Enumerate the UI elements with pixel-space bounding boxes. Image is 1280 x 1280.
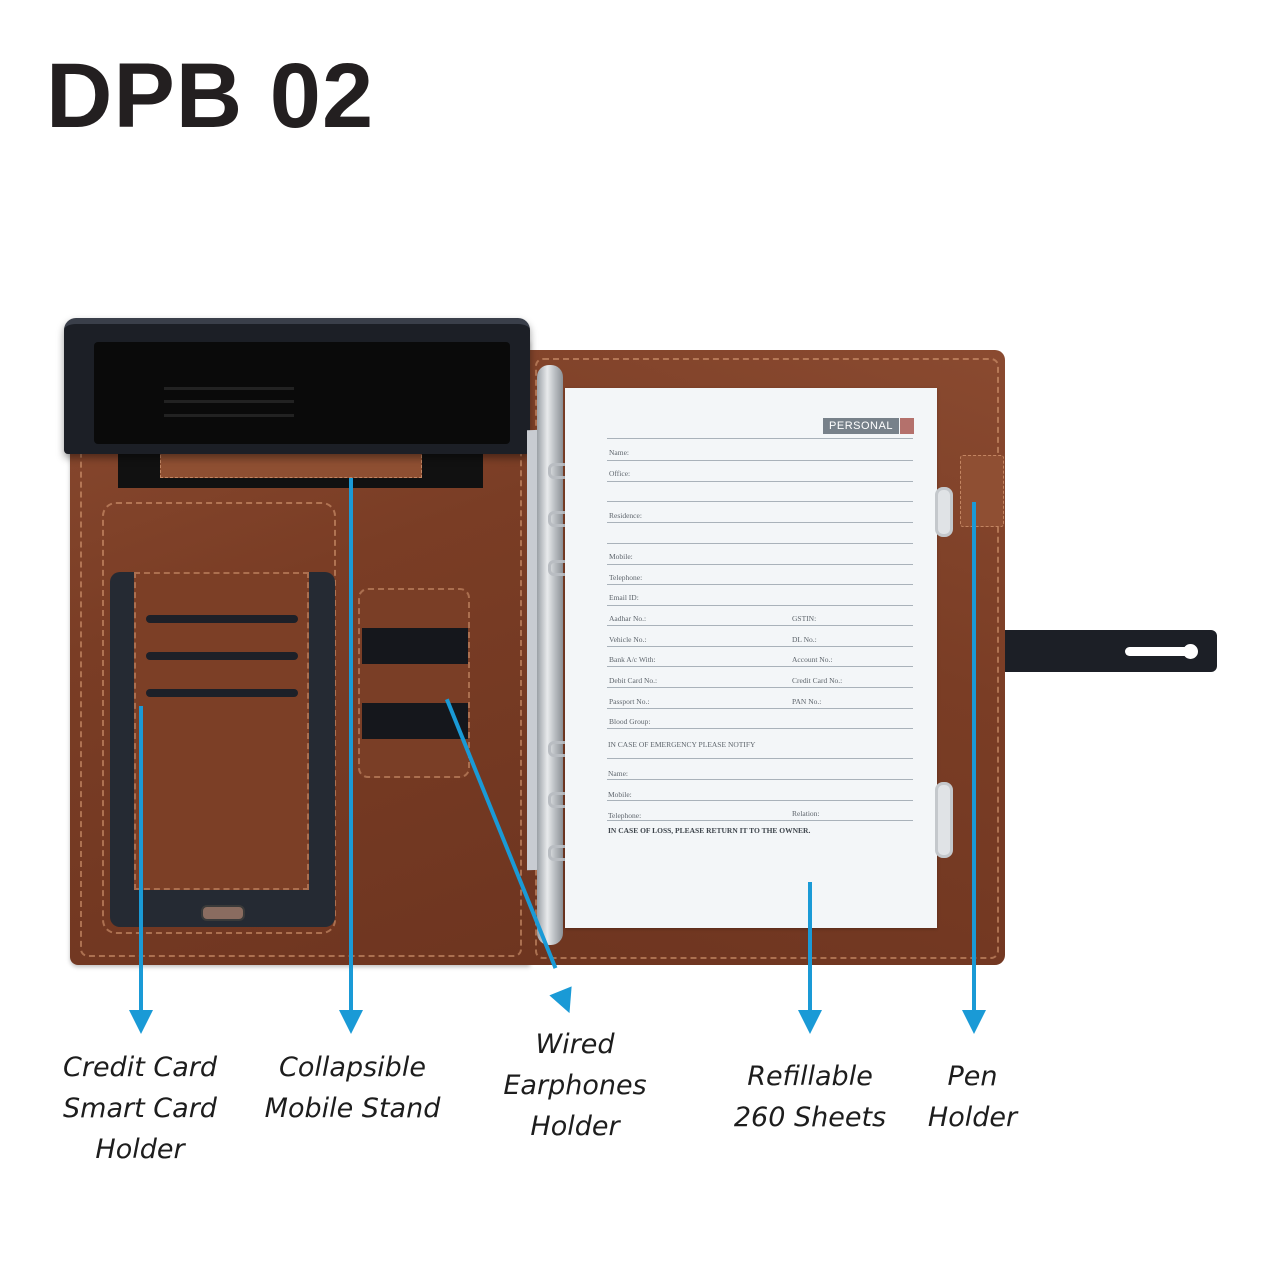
sheet-rule bbox=[607, 758, 913, 759]
field-passport: Passport No.: bbox=[609, 697, 650, 706]
strap-slot bbox=[1125, 647, 1191, 656]
earphones-pocket bbox=[358, 588, 470, 778]
sheet-rule bbox=[607, 779, 913, 780]
mobile-stand-tab bbox=[160, 450, 422, 478]
sheet-rule bbox=[607, 522, 913, 523]
emergency-telephone: Telephone: bbox=[608, 811, 642, 820]
sheet-rule bbox=[607, 481, 913, 482]
sheet-rule bbox=[607, 708, 913, 709]
callout-pen-holder: Pen Holder bbox=[915, 1056, 1030, 1138]
callout-line: Pen bbox=[947, 1061, 998, 1092]
sheet-rule bbox=[607, 646, 913, 647]
callout-line: Collapsible bbox=[279, 1052, 426, 1083]
field-debit-card: Debit Card No.: bbox=[609, 676, 658, 685]
callout-line: Holder bbox=[95, 1134, 185, 1165]
field-telephone: Telephone: bbox=[609, 573, 643, 582]
sheet-rule bbox=[607, 460, 913, 461]
callout-line: Holder bbox=[927, 1102, 1018, 1133]
sheet-rule bbox=[607, 820, 913, 821]
callout-line: Refillable bbox=[747, 1061, 873, 1092]
sheet-clip bbox=[935, 487, 953, 537]
arrow-down-icon bbox=[962, 1010, 986, 1034]
card-pocket-stitching bbox=[102, 502, 336, 934]
screen-reflection bbox=[164, 387, 294, 390]
field-bank: Bank A/c With: bbox=[609, 655, 656, 664]
emergency-mobile: Mobile: bbox=[608, 790, 632, 799]
field-gstin: GSTIN: bbox=[792, 614, 817, 623]
sheet-rule bbox=[607, 728, 913, 729]
sheet-badge: PERSONAL bbox=[823, 418, 899, 434]
card-slot bbox=[146, 652, 298, 660]
field-mobile: Mobile: bbox=[609, 552, 633, 561]
callout-line: Credit Card bbox=[62, 1052, 217, 1083]
callout-line: Holder bbox=[530, 1111, 620, 1142]
sheet-clip bbox=[935, 782, 953, 858]
callout-line: Earphones bbox=[503, 1070, 647, 1101]
sheet-rule bbox=[607, 584, 913, 585]
card-slot bbox=[146, 689, 298, 697]
screen-reflection bbox=[164, 400, 294, 403]
field-credit-card: Credit Card No.: bbox=[792, 676, 843, 685]
callout-line: Smart Card bbox=[63, 1093, 217, 1124]
sheet-rule bbox=[607, 438, 913, 439]
field-email: Email ID: bbox=[609, 593, 639, 602]
refill-sheet bbox=[565, 388, 937, 928]
sheet-rule bbox=[607, 800, 913, 801]
phone-screen bbox=[94, 342, 510, 444]
sheet-rule bbox=[607, 666, 913, 667]
callout-line: Wired bbox=[535, 1029, 615, 1060]
sheet-rule bbox=[607, 501, 913, 502]
callout-refill-sheets: Refillable 260 Sheets bbox=[715, 1056, 905, 1138]
elastic-band bbox=[362, 628, 468, 664]
emergency-relation: Relation: bbox=[792, 809, 820, 818]
field-vehicle: Vehicle No.: bbox=[609, 635, 647, 644]
pointer-line-card bbox=[139, 706, 143, 1012]
arrow-down-icon bbox=[549, 986, 581, 1018]
pointer-line-sheets bbox=[808, 882, 812, 1012]
card-frame-hole bbox=[201, 905, 245, 921]
pointer-line-pen bbox=[972, 502, 976, 1012]
callout-line: 260 Sheets bbox=[733, 1102, 887, 1133]
callout-line: Mobile Stand bbox=[264, 1093, 441, 1124]
field-residence: Residence: bbox=[609, 511, 642, 520]
field-blood-group: Blood Group: bbox=[609, 717, 651, 726]
arrow-down-icon bbox=[129, 1010, 153, 1034]
emergency-name: Name: bbox=[608, 769, 628, 778]
callout-card-holder: Credit Card Smart Card Holder bbox=[40, 1047, 240, 1170]
pen-loop bbox=[960, 455, 1004, 527]
field-dl: DL No.: bbox=[792, 635, 817, 644]
pointer-line-stand bbox=[349, 478, 353, 1012]
callout-mobile-stand: Collapsible Mobile Stand bbox=[250, 1047, 455, 1129]
card-slot bbox=[146, 615, 298, 623]
card-holder-panel bbox=[134, 572, 309, 890]
screen-reflection bbox=[164, 414, 294, 417]
strap-slot-end bbox=[1183, 644, 1198, 659]
field-name: Name: bbox=[609, 448, 629, 457]
sheet-rule bbox=[607, 543, 913, 544]
sheet-rule bbox=[607, 605, 913, 606]
field-office: Office: bbox=[609, 469, 631, 478]
sheet-rule bbox=[607, 625, 913, 626]
product-title: DPB 02 bbox=[46, 45, 375, 147]
arrow-down-icon bbox=[798, 1010, 822, 1034]
field-account: Account No.: bbox=[792, 655, 833, 664]
arrow-down-icon bbox=[339, 1010, 363, 1034]
loss-notice: IN CASE OF LOSS, PLEASE RETURN IT TO THE… bbox=[608, 826, 811, 835]
field-pan: PAN No.: bbox=[792, 697, 822, 706]
mobile-phone bbox=[64, 318, 530, 454]
sheet-badge-accent bbox=[900, 418, 914, 434]
sheet-rule bbox=[607, 687, 913, 688]
emergency-heading: IN CASE OF EMERGENCY PLEASE NOTIFY bbox=[608, 740, 756, 749]
sheet-rule bbox=[607, 564, 913, 565]
field-aadhar: Aadhar No.: bbox=[609, 614, 647, 623]
callout-earphones-holder: Wired Earphones Holder bbox=[490, 1024, 660, 1147]
